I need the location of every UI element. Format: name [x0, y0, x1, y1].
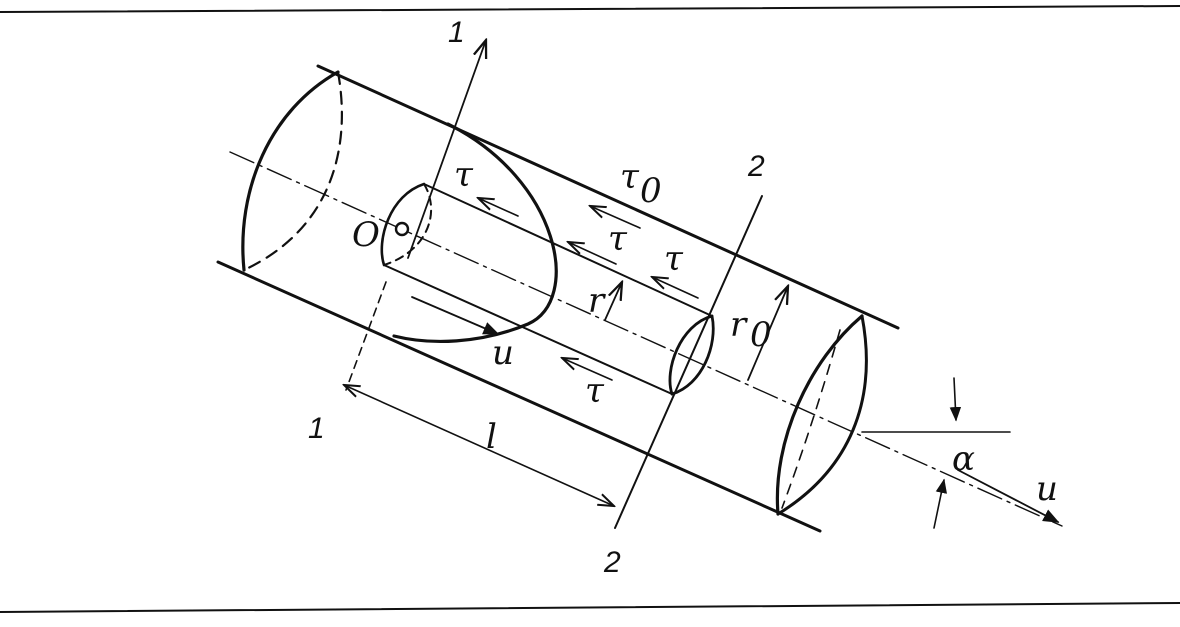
label-velocity-profile: u: [492, 333, 514, 373]
label-velocity-flow: u: [1036, 469, 1058, 509]
tau-wall-arrow: [590, 206, 641, 229]
pipe-top-wall: [316, 64, 900, 330]
section-2-line: [614, 195, 763, 529]
radius-r0-arrow: [747, 286, 788, 381]
velocity-arrow: [411, 296, 500, 335]
label-tau-profile: τ: [454, 155, 474, 195]
right-end-inner-dash: [781, 329, 841, 509]
label-radius-r0-sub: 0: [750, 315, 772, 355]
right-end-front-arc: [775, 314, 864, 516]
left-end-back-arc: [242, 70, 343, 272]
label-tau-wall-sub: 0: [640, 171, 662, 211]
label-angle: α: [952, 439, 975, 479]
tau-mid-arrow: [652, 277, 699, 299]
flow-direction-arrow: [957, 469, 1060, 523]
label-tau-inner: τ: [608, 219, 628, 259]
inner-cylinder-bottom: [383, 264, 673, 395]
label-tau-wall: τ: [620, 157, 640, 197]
length-dimension: [344, 385, 614, 506]
top-border-line: [0, 5, 1180, 13]
label-length: l: [486, 417, 497, 457]
label-tau-mid: τ: [664, 239, 684, 279]
label-section-2-top: 2: [747, 150, 765, 183]
alpha-arrow-bottom: [933, 478, 947, 529]
label-section-1-bottom: 1: [308, 412, 325, 445]
inner-right-back-arc: [670, 314, 715, 396]
section-1-line-lower: [345, 281, 387, 391]
label-section-2-bottom: 2: [603, 546, 621, 579]
label-origin: O: [352, 215, 380, 255]
section-1-line: [407, 40, 486, 259]
label-section-1-top: 1: [448, 16, 465, 49]
left-end-front-arc: [241, 70, 340, 272]
tau-profile-arrow: [478, 198, 519, 217]
origin-point: [394, 221, 410, 237]
tau-inner-arrow: [568, 242, 617, 265]
label-radius-r: r: [588, 281, 606, 321]
radius-r-arrow: [604, 282, 622, 321]
bottom-border-line: [0, 602, 1180, 613]
tau-bottom-arrow: [562, 358, 613, 381]
label-tau-bottom: τ: [585, 371, 605, 411]
right-end-back-arc: [776, 314, 868, 516]
velocity-profile-curve: [392, 122, 558, 343]
label-radius-r0: r: [730, 305, 748, 345]
inner-left-back-arc: [383, 183, 433, 266]
alpha-arrow-top: [949, 377, 962, 422]
inner-left-front-arc: [380, 182, 426, 267]
pipe-axis: [229, 151, 1063, 527]
pipe-bottom-wall: [216, 260, 822, 533]
inner-right-front-arc: [668, 314, 714, 396]
